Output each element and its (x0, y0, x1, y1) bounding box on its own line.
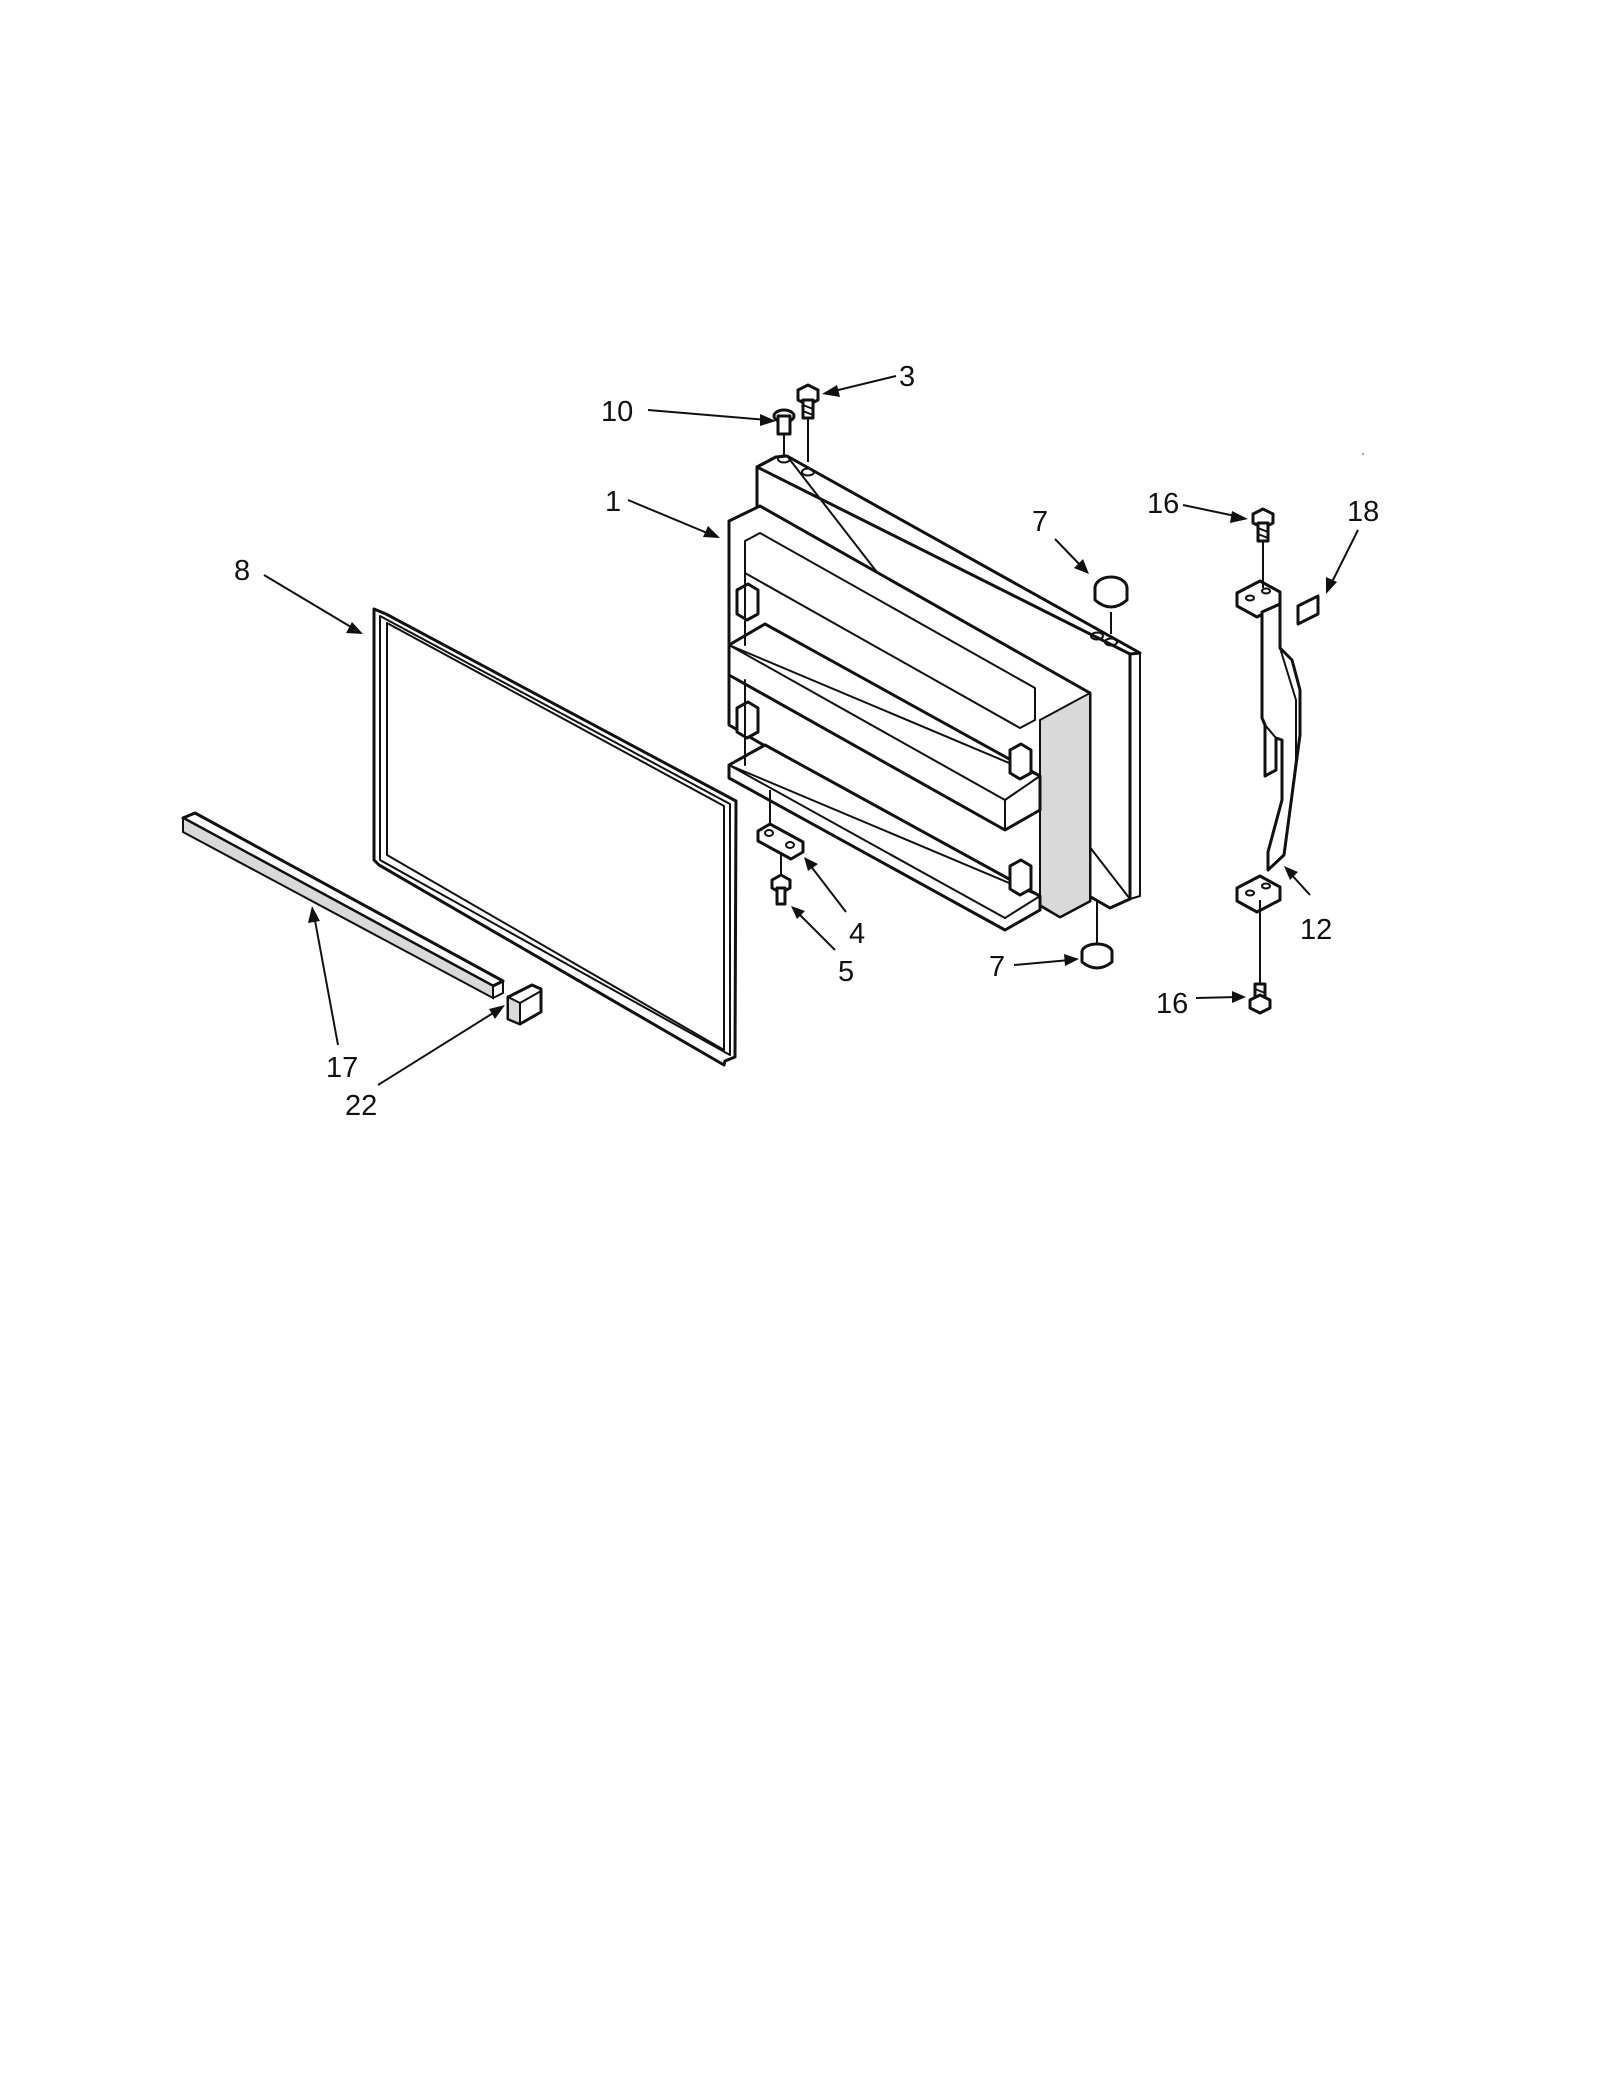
hinge-cap-bottom (1080, 900, 1114, 970)
door-handle (1235, 579, 1302, 914)
handle-screw-top (1251, 507, 1275, 588)
stray-dot (1362, 453, 1364, 455)
door-pin (772, 408, 796, 455)
callout-17: 17 (326, 1052, 358, 1084)
handle-screw-bottom (1248, 900, 1272, 1015)
callout-labels: 10 3 1 8 7 16 18 4 5 7 12 16 17 22 (234, 361, 1379, 1122)
door-gasket (372, 607, 738, 1067)
top-screw (796, 383, 820, 462)
callout-18: 18 (1347, 496, 1379, 528)
callout-1: 1 (605, 486, 621, 518)
door-liner (727, 454, 1142, 932)
callout-10: 10 (601, 396, 633, 428)
callout-5: 5 (838, 956, 854, 988)
callout-4: 4 (849, 918, 865, 950)
leader-lines (263, 375, 1359, 1086)
callout-16-top: 16 (1147, 488, 1179, 520)
hinge-screw (770, 852, 792, 906)
callout-12: 12 (1300, 914, 1332, 946)
callout-7-bottom: 7 (989, 951, 1005, 983)
bottom-strip (181, 811, 505, 1000)
handle-pad (1296, 594, 1320, 626)
callout-7-top: 7 (1032, 506, 1048, 538)
callout-8: 8 (234, 555, 250, 587)
callout-22: 22 (345, 1090, 377, 1122)
callout-16-bottom: 16 (1156, 988, 1188, 1020)
callout-3: 3 (899, 361, 915, 393)
hinge-cap-top (1093, 575, 1129, 634)
hinge-plate (756, 790, 805, 861)
strip-clip (506, 983, 543, 1026)
